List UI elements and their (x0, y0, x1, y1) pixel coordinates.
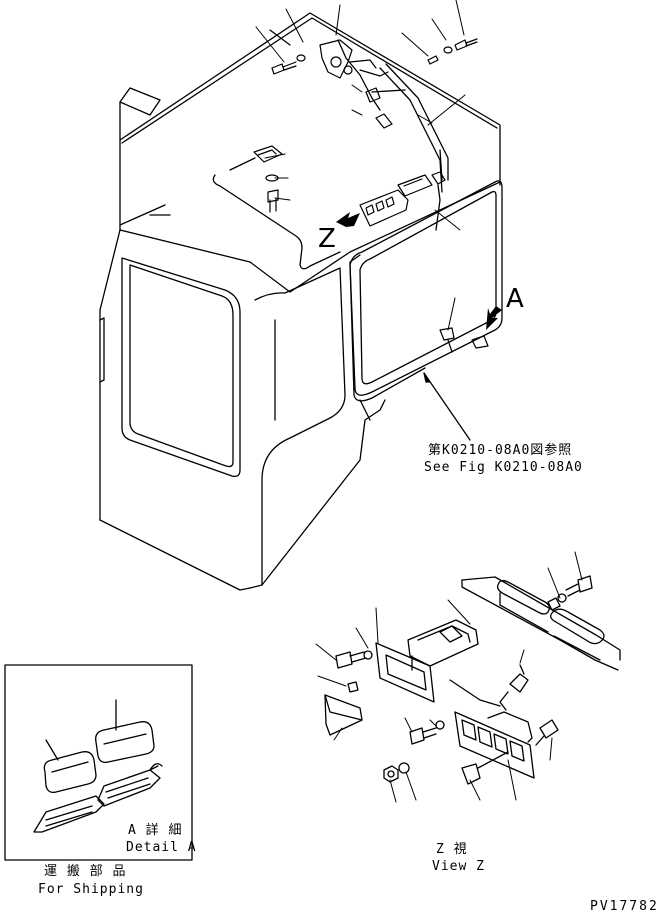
detail-a-arrow (486, 306, 502, 330)
shipping-jp: 運 搬 部 品 (44, 864, 127, 879)
see-fig-en: See Fig K0210-08A0 (424, 460, 583, 475)
wiring (212, 39, 449, 402)
view-z-arrow (336, 212, 360, 227)
shipping-en: For Shipping (38, 882, 144, 897)
detail-a-jp: A 詳 細 (128, 823, 183, 838)
view-z-en: View Z (432, 859, 485, 874)
leader-lines (255, 0, 466, 331)
view-letter-z: Z (318, 224, 336, 254)
detail-a-en: Detail A (126, 840, 197, 855)
detail-letter-a: A (506, 284, 524, 314)
detail-a-box (4, 664, 193, 861)
drawing-number: PV17782 (590, 899, 659, 914)
roof-parts (253, 38, 489, 353)
view-z-leaders (315, 551, 583, 803)
cab-body (99, 12, 503, 591)
see-fig-jp: 第K0210-08A0図参照 (428, 443, 573, 458)
view-z-drawing (324, 575, 621, 785)
view-z-jp: Z 視 (436, 842, 468, 857)
